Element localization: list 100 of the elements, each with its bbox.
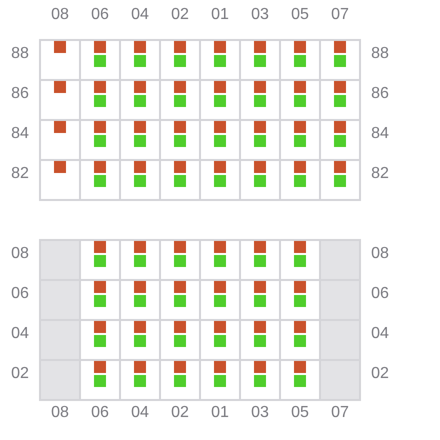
marker-square — [94, 41, 106, 53]
marker-square — [134, 135, 146, 147]
marker-square — [214, 375, 226, 387]
marker-square — [294, 241, 306, 253]
marker-square — [54, 81, 66, 93]
column-label: 07 — [330, 5, 350, 25]
marker-square — [334, 95, 346, 107]
marker-square — [214, 41, 226, 53]
marker-square — [174, 295, 186, 307]
marker-square — [134, 81, 146, 93]
marker-square — [174, 135, 186, 147]
marker-square — [294, 321, 306, 333]
marker-square — [294, 361, 306, 373]
row-label: 82 — [10, 164, 30, 184]
column-label: 06 — [90, 5, 110, 25]
marker-square — [294, 81, 306, 93]
marker-square — [254, 81, 266, 93]
marker-square — [294, 295, 306, 307]
marker-square — [214, 281, 226, 293]
marker-square — [174, 41, 186, 53]
column-label: 06 — [90, 403, 110, 423]
marker-square — [94, 295, 106, 307]
marker-square — [294, 375, 306, 387]
marker-square — [214, 55, 226, 67]
marker-square — [134, 55, 146, 67]
column-label: 08 — [50, 5, 70, 25]
grid-cell — [319, 159, 361, 201]
marker-square — [134, 161, 146, 173]
marker-square — [214, 175, 226, 187]
marker-square — [94, 335, 106, 347]
marker-square — [134, 241, 146, 253]
shaded-cell — [39, 359, 81, 401]
shaded-cell — [319, 359, 361, 401]
marker-square — [254, 135, 266, 147]
grid-cell — [239, 359, 281, 401]
row-label: 84 — [10, 124, 30, 144]
row-label: 86 — [370, 84, 390, 104]
grid-cell — [199, 159, 241, 201]
marker-square — [334, 175, 346, 187]
grid-cell — [119, 159, 161, 201]
marker-square — [214, 255, 226, 267]
column-label: 05 — [290, 403, 310, 423]
marker-square — [254, 55, 266, 67]
column-label: 02 — [170, 403, 190, 423]
row-label: 08 — [10, 244, 30, 264]
marker-square — [94, 375, 106, 387]
row-label: 84 — [370, 124, 390, 144]
marker-square — [54, 121, 66, 133]
marker-square — [254, 41, 266, 53]
column-label: 04 — [130, 403, 150, 423]
marker-square — [94, 55, 106, 67]
row-label: 04 — [10, 324, 30, 344]
marker-square — [94, 161, 106, 173]
marker-square — [54, 161, 66, 173]
shaded-cell — [39, 279, 81, 321]
marker-square — [134, 95, 146, 107]
marker-square — [254, 375, 266, 387]
column-label: 02 — [170, 5, 190, 25]
marker-square — [174, 255, 186, 267]
shaded-cell — [319, 239, 361, 281]
shaded-cell — [319, 279, 361, 321]
marker-square — [174, 335, 186, 347]
row-label: 02 — [370, 364, 390, 384]
marker-square — [294, 121, 306, 133]
marker-square — [134, 255, 146, 267]
marker-square — [294, 175, 306, 187]
marker-square — [94, 175, 106, 187]
shaded-cell — [319, 319, 361, 361]
marker-square — [94, 321, 106, 333]
marker-square — [134, 121, 146, 133]
marker-square — [174, 81, 186, 93]
grid-cell — [79, 159, 121, 201]
marker-square — [334, 135, 346, 147]
marker-square — [134, 375, 146, 387]
shaded-cell — [39, 319, 81, 361]
marker-square — [334, 81, 346, 93]
grid-cell — [39, 159, 81, 201]
marker-square — [294, 55, 306, 67]
marker-square — [174, 375, 186, 387]
marker-square — [214, 121, 226, 133]
marker-square — [254, 121, 266, 133]
marker-square — [174, 175, 186, 187]
grid-cell — [119, 359, 161, 401]
marker-square — [254, 175, 266, 187]
row-label: 06 — [10, 284, 30, 304]
marker-square — [334, 121, 346, 133]
marker-square — [94, 361, 106, 373]
marker-square — [94, 95, 106, 107]
marker-square — [334, 41, 346, 53]
marker-square — [294, 255, 306, 267]
marker-square — [134, 321, 146, 333]
marker-square — [134, 361, 146, 373]
marker-square — [214, 81, 226, 93]
grid-cell — [39, 39, 81, 81]
marker-square — [254, 295, 266, 307]
column-label: 03 — [250, 403, 270, 423]
marker-square — [294, 335, 306, 347]
marker-square — [54, 41, 66, 53]
marker-square — [94, 121, 106, 133]
row-label: 88 — [370, 44, 390, 64]
